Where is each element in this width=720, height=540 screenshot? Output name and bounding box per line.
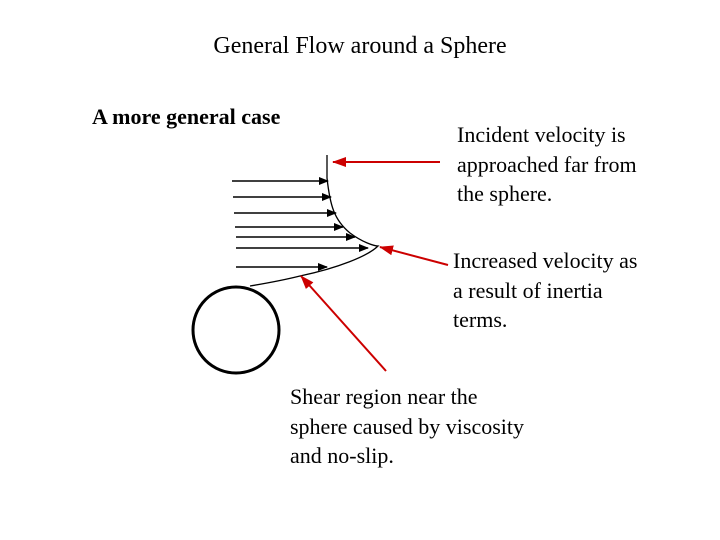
slide-title: General Flow around a Sphere xyxy=(213,33,507,59)
annotation-line: sphere caused by viscosity xyxy=(290,413,524,439)
annotation-line: Increased velocity as xyxy=(453,248,638,273)
velocity-profile-curve xyxy=(249,155,380,287)
subtitle: A more general case xyxy=(92,104,281,129)
annotation-shear-region: Shear region near the sphere caused by v… xyxy=(290,382,524,471)
annotation-increased-velocity: Increased velocity as a result of inerti… xyxy=(453,246,637,335)
annotation-incident-velocity: Incident velocity is approached far from… xyxy=(457,120,637,209)
sphere xyxy=(191,285,281,375)
annotation-line: approached far from xyxy=(457,151,637,177)
pointer-arrow-shear xyxy=(300,275,387,372)
annotation-line: and no-slip. xyxy=(290,443,394,468)
annotation-line: a result of inertia xyxy=(453,277,603,303)
annotation-line: the sphere. xyxy=(457,181,553,206)
velocity-vectors xyxy=(232,177,369,271)
annotation-line: terms. xyxy=(453,307,508,332)
annotation-line: Incident velocity is xyxy=(457,122,626,147)
pointer-arrow-increased xyxy=(379,245,449,266)
annotation-line: Shear region near the xyxy=(290,384,478,409)
